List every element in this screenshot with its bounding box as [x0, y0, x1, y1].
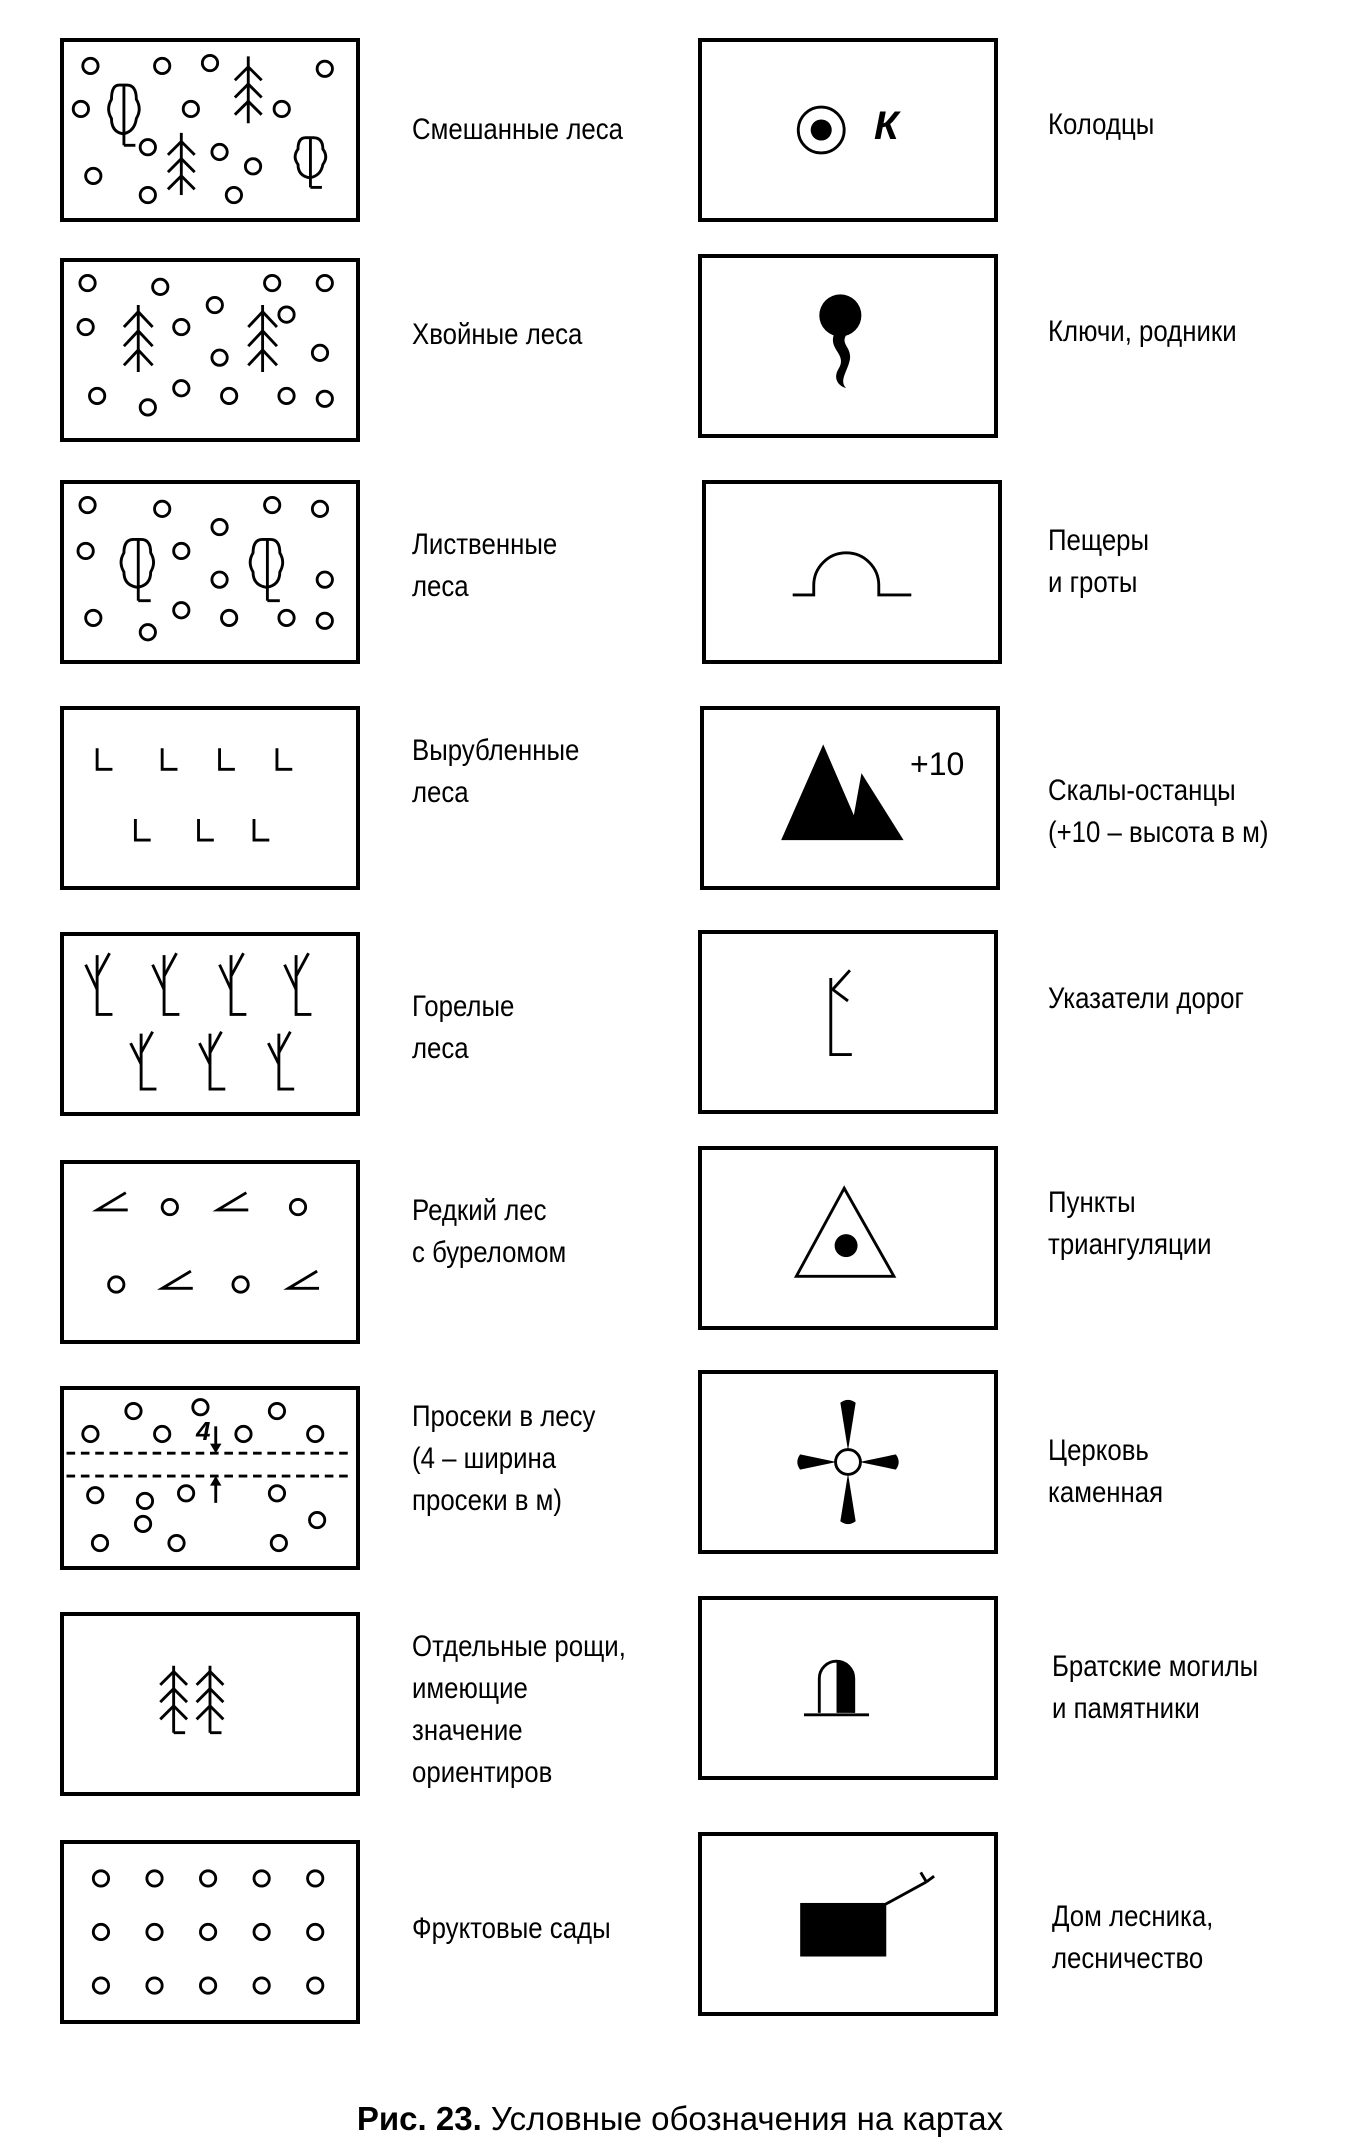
well-icon — [796, 105, 846, 155]
label-caves: Пещеры и гроты — [1048, 524, 1150, 599]
symbol-sparse-forest — [60, 1160, 360, 1344]
label-cut-forest: Вырубленные леса — [412, 734, 580, 809]
signpost-icon — [829, 969, 852, 1056]
symbol-church — [698, 1370, 998, 1554]
label-graves: Братские могилы и памятники — [1052, 1650, 1259, 1725]
label-burnt-forest: Горелые леса — [412, 990, 515, 1065]
symbol-forester-house — [698, 1832, 998, 2016]
symbol-mixed-forest — [60, 38, 360, 222]
symbol-signposts — [698, 930, 998, 1114]
triangulation-icon — [793, 1185, 897, 1278]
label-signposts: Указатели дорог — [1048, 982, 1244, 1015]
label-forest-clearing: Просеки в лесу (4 – ширина просеки в м) — [412, 1400, 596, 1517]
label-mixed-forest: Смешанные леса — [412, 113, 623, 146]
symbol-rocks: +10 — [700, 706, 1000, 890]
forester-house-icon — [800, 1871, 935, 1957]
cut-forest-pattern — [95, 748, 293, 842]
label-sparse-forest: Редкий лес с буреломом — [412, 1194, 567, 1269]
label-coniferous-forest: Хвойные леса — [412, 318, 583, 351]
symbol-coniferous-forest — [60, 258, 360, 442]
forest-clearing-pattern — [66, 1398, 354, 1553]
label-orchards: Фруктовые сады — [412, 1912, 611, 1945]
symbol-orchards — [60, 1840, 360, 2024]
symbol-deciduous-forest — [60, 480, 360, 664]
label-separate-groves: Отдельные рощи, имеющие значение ориенти… — [412, 1630, 626, 1789]
label-rocks: Скалы-останцы (+10 – высота в м) — [1048, 774, 1269, 849]
clearing-width-number: 4 — [196, 1416, 211, 1446]
spring-icon — [819, 294, 862, 389]
figure-title: Условные обозначения на картах — [490, 2100, 1004, 2137]
figure-number: Рис. 23. — [356, 2100, 482, 2137]
orchards-pattern — [91, 1869, 325, 1995]
symbol-springs — [698, 254, 998, 438]
symbol-wells: К — [698, 38, 998, 222]
symbol-separate-groves — [60, 1612, 360, 1796]
deciduous-forest-pattern — [76, 495, 334, 642]
cave-icon — [792, 551, 912, 597]
mixed-forest-pattern — [71, 53, 334, 205]
well-letter: К — [874, 104, 899, 148]
label-deciduous-forest: Лиственные леса — [412, 528, 558, 603]
symbol-cut-forest — [60, 706, 360, 890]
burnt-forest-pattern — [84, 952, 312, 1091]
label-church: Церковь каменная — [1048, 1434, 1164, 1509]
label-triangulation: Пункты триангуляции — [1048, 1186, 1212, 1261]
label-forester-house: Дом лесника, лесничество — [1052, 1900, 1214, 1975]
symbol-burnt-forest — [60, 932, 360, 1116]
rock-icon — [781, 744, 904, 841]
coniferous-forest-pattern — [76, 273, 334, 417]
separate-groves-pattern — [159, 1665, 225, 1735]
sparse-forest-pattern — [91, 1191, 320, 1294]
church-icon — [797, 1399, 899, 1525]
symbol-triangulation — [698, 1146, 998, 1330]
label-wells: Колодцы — [1048, 108, 1155, 141]
label-springs: Ключи, родники — [1048, 315, 1237, 348]
symbol-caves — [702, 480, 1002, 664]
symbol-forest-clearing: 4 — [60, 1386, 360, 1570]
rock-height-number: +10 — [910, 746, 965, 782]
monument-icon — [804, 1659, 870, 1717]
figure-caption: Рис. 23. Условные обозначения на картах — [0, 2100, 1360, 2138]
symbol-graves — [698, 1596, 998, 1780]
